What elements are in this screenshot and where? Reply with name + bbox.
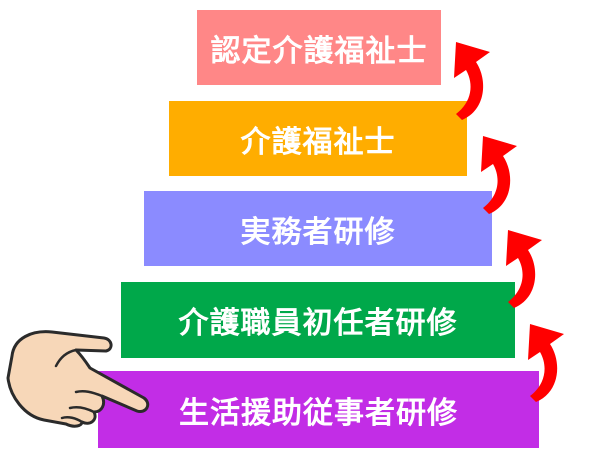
step-label: 実務者研修 [240, 214, 396, 250]
curved-up-arrow-icon [454, 42, 490, 120]
curved-up-arrow-icon [481, 136, 517, 214]
step-label: 認定介護福祉士 [210, 33, 428, 69]
pointing-hand-icon [6, 330, 150, 428]
step-initial-care-staff-training: 介護職員初任者研修 [121, 282, 515, 358]
step-label: 介護福祉士 [240, 124, 396, 160]
step-practitioner-training: 実務者研修 [144, 191, 492, 266]
step-label: 生活援助従事者研修 [179, 395, 458, 431]
step-care-worker: 介護福祉士 [169, 101, 467, 176]
curved-up-arrow-icon [528, 324, 564, 402]
step-label: 介護職員初任者研修 [178, 306, 458, 341]
step-life-support-worker-training: 生活援助従事者研修 [98, 371, 539, 448]
step-certified-care-worker: 認定介護福祉士 [197, 10, 441, 85]
curved-up-arrow-icon [506, 230, 542, 308]
